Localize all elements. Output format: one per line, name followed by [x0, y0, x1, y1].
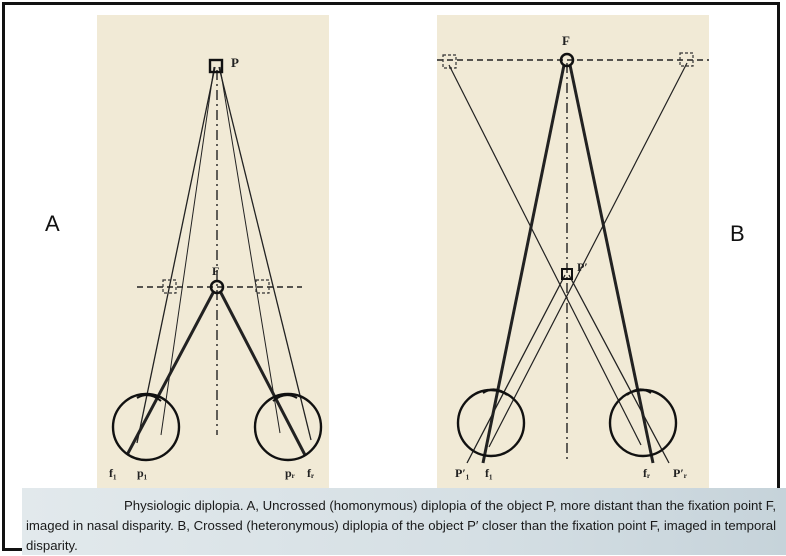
label-f1: f₁	[109, 466, 117, 480]
ray-p-right-inner	[220, 67, 280, 433]
ray-f-left	[483, 65, 564, 463]
left-eye	[113, 394, 179, 460]
label-p-prime: P′	[577, 260, 588, 274]
label-pr: pᵣ	[285, 466, 295, 480]
label-f1: f₁	[485, 466, 493, 480]
ray-f-right	[220, 291, 305, 455]
panel-b-svg: F P′ P′₁ f₁ fᵣ P′ᵣ	[437, 15, 709, 493]
ray-p-left	[137, 67, 215, 443]
label-p-prime-left: P′₁	[455, 466, 470, 480]
label-p1: p₁	[137, 466, 148, 480]
panel-b-diagram: F P′ P′₁ f₁ fᵣ P′ᵣ	[437, 15, 709, 493]
ray-left-ghost-cross	[449, 65, 641, 445]
figure-frame: P F f₁ p₁ pᵣ fᵣ	[2, 2, 780, 551]
figure-caption: Physiologic diplopia. A, Uncrossed (homo…	[26, 496, 776, 556]
label-fr: fᵣ	[643, 466, 650, 480]
label-f: F	[212, 264, 219, 278]
caption-text: Physiologic diplopia. A, Uncrossed (homo…	[26, 496, 776, 556]
ray-p-left-inner	[161, 67, 214, 435]
label-fr: fᵣ	[307, 466, 314, 480]
label-p-prime-right: P′ᵣ	[673, 466, 687, 480]
right-eye	[610, 390, 676, 456]
ray-f-left	[127, 291, 214, 455]
ray-p-right	[219, 67, 311, 440]
panel-a-svg: P F f₁ p₁ pᵣ fᵣ	[97, 15, 329, 493]
label-p: P	[231, 55, 239, 70]
ray-right-ghost-cross	[489, 63, 687, 447]
panel-b-letter: B	[730, 221, 745, 247]
label-f: F	[562, 33, 570, 48]
panel-a-diagram: P F f₁ p₁ pᵣ fᵣ	[97, 15, 329, 493]
panel-a-letter: A	[45, 211, 60, 237]
right-eye	[255, 394, 321, 460]
